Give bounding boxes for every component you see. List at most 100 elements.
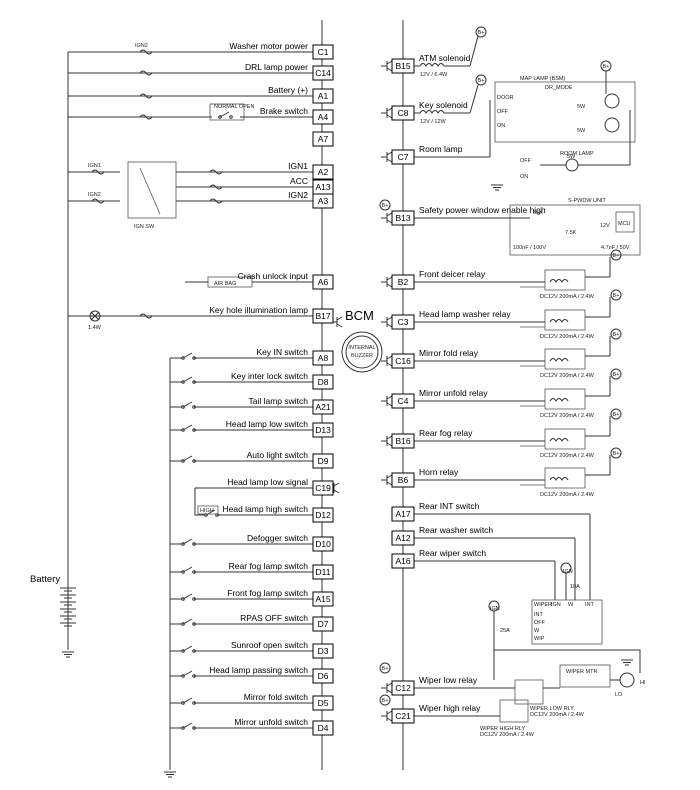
right-pin-label: Mirror fold relay [419, 348, 479, 358]
table-row: W [534, 628, 540, 634]
left-pin-label: Washer motor power [229, 41, 308, 51]
pin-box-a2 [312, 164, 334, 180]
resistor-label: 7.5K [565, 230, 577, 236]
pin-box-d11 [312, 564, 334, 580]
relay-coil-icon [549, 398, 569, 402]
fuse-icon [139, 313, 153, 319]
right-pin-label: ATM solenoid [419, 53, 471, 63]
battery-plus-icon: B+ [382, 666, 389, 672]
left-pin-label: Head lamp passing switch [209, 665, 308, 675]
table-row: INT [534, 612, 544, 618]
pin-c8: C8 [398, 108, 409, 118]
left-pin-label: Battery (+) [268, 85, 308, 95]
wiper-low-relay-icon [514, 679, 544, 705]
room-lamp-label: ROOM LAMP [560, 151, 594, 157]
pin-box-b2 [391, 274, 415, 290]
battery-plus-icon: B+ [613, 253, 620, 259]
motor-lo-label: LO [615, 692, 623, 698]
pin-d10: D10 [315, 539, 331, 549]
battery-plus-icon [475, 74, 487, 86]
zener-label: 12V [600, 223, 610, 229]
relay-spec-label: DC12V 200mA / 2.4W [540, 413, 595, 419]
pin-box-a12 [391, 530, 415, 546]
on-label: ON [520, 174, 528, 180]
wiper-high-relay-icon [499, 699, 529, 723]
relay-spec-label: DC12V 200mA / 2.4W [480, 732, 535, 738]
battery-plus-icon [610, 328, 622, 340]
battery-plus-icon [610, 447, 622, 459]
battery-plus-icon: B+ [603, 64, 610, 70]
left-pin-label: IGN1 [288, 161, 308, 171]
wiper-high-rly-label: WIPER HIGH RLY [480, 726, 525, 732]
dr-mode-label: DR_MODE [545, 85, 573, 91]
pin-box-b17 [312, 308, 334, 324]
cap-label: 4.7nF / 50V [601, 245, 630, 251]
switch-icon [182, 401, 193, 408]
relay-icon [544, 467, 586, 489]
fuse-icon [209, 198, 223, 204]
switch-icon [182, 352, 193, 359]
right-pin-label: Rear fog relay [419, 428, 473, 438]
switch-icon [181, 380, 185, 384]
pin-box-d10 [312, 536, 334, 552]
switch-icon [181, 622, 185, 626]
pin-c7: C7 [398, 152, 409, 162]
battery-plus-icon [610, 408, 622, 420]
pin-box-d8 [312, 374, 334, 390]
pin-box-c3 [391, 314, 415, 330]
transistor-icon [386, 60, 393, 65]
left-pin-label: Brake switch [260, 106, 308, 116]
left-pin-label: Tail lamp switch [248, 396, 308, 406]
brake-switch-icon [218, 115, 222, 119]
switch-icon [181, 542, 185, 546]
switch-icon [181, 726, 185, 730]
battery-plus-icon [475, 26, 487, 38]
pin-box-c21 [391, 708, 415, 724]
on-label: ON [497, 123, 505, 129]
pin-d13: D13 [315, 425, 331, 435]
switch-icon [182, 538, 193, 545]
pin-box-c12 [391, 680, 415, 696]
pin-c3: C3 [398, 317, 409, 327]
pin-c4: C4 [398, 396, 409, 406]
pin-a3: A3 [318, 196, 329, 206]
wire [494, 649, 641, 673]
relay-spec-label: DC12V 200mA / 2.4W [540, 373, 595, 379]
transistor-icon [386, 689, 393, 694]
pin-d3: D3 [318, 646, 329, 656]
transistor-icon [333, 482, 340, 487]
battery-plus-icon: B+ [613, 412, 620, 418]
pin-box-a3 [312, 193, 334, 209]
right-pin-label: Key solenoid [419, 100, 468, 110]
transistor-icon [386, 107, 393, 112]
relay-spec-label: DC12V 200mA / 2.4W [540, 453, 595, 459]
left-pin-label: Mirror unfold switch [234, 717, 308, 727]
switch-icon [182, 424, 193, 431]
transistor-icon [386, 717, 393, 722]
transistor-icon [386, 219, 393, 224]
pin-c14: C14 [315, 68, 331, 78]
lamp-icon [565, 158, 579, 172]
map-lamp-box [494, 81, 636, 143]
left-pin-label: ACC [290, 176, 308, 186]
relay-icon [544, 388, 586, 410]
table-row: OFF [534, 620, 546, 626]
pin-b16: B16 [395, 436, 410, 446]
off-label: OFF [497, 109, 509, 115]
battery-plus-icon: B+ [382, 203, 389, 209]
left-pin-label: Head lamp high switch [222, 504, 308, 514]
fuse-icon [139, 70, 153, 76]
transistor-icon [386, 323, 393, 328]
relay-icon [544, 269, 586, 291]
right-pin-label: Rear wiper switch [419, 548, 486, 558]
wiper-switch-table [531, 599, 603, 645]
cap-label: 100nF / 100V [513, 245, 546, 251]
transistor-icon [386, 151, 393, 156]
switch-icon [182, 645, 193, 652]
pin-b13: B13 [395, 213, 410, 223]
battery-plus-icon [379, 199, 391, 211]
switch-icon [181, 428, 185, 432]
right-pin-label: Horn relay [419, 467, 459, 477]
air-bag-label: AIR BAG [214, 281, 236, 287]
right-pin-label: Front deicer relay [419, 269, 486, 279]
